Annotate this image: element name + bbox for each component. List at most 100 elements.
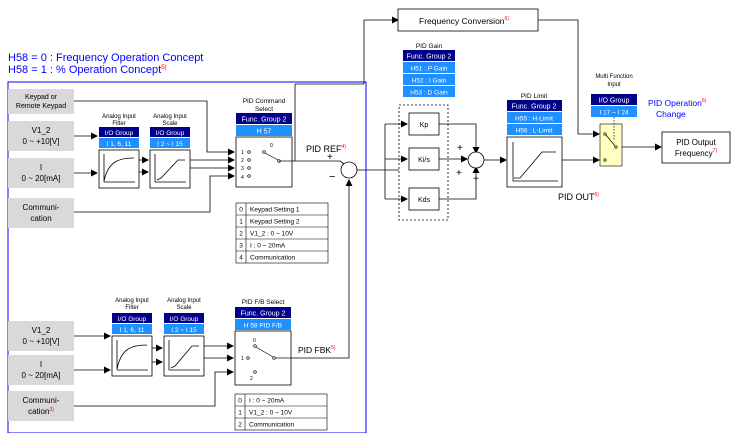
cmd-switch-3: 3 [241,166,244,172]
cmd-switch-2: 2 [241,158,244,164]
comm-label-bottom-2: cation3) [28,407,54,416]
pid-limit-h [507,112,562,123]
pid-gain-group-label: Func. Group 2 [407,54,452,61]
pid-limit-l-label: H56 : L-Limit [516,128,553,135]
sum2-plus-bottom: + [473,174,479,185]
mfi-param-label: I 17 ~ I 24 [599,110,628,117]
pid-gain-dashed-box [398,104,449,221]
sum2-plus-left: + [456,168,462,179]
scale-group-top [150,127,190,137]
pid-op-change-2: Change [656,109,686,119]
fb-select-table: 0 I : 0 ~ 20mA 1 V1_2 : 0 ~ 10V 2 Commun… [234,393,328,431]
fb-table-val-0: I : 0 ~ 20mA [249,398,285,405]
comm-label-top-1: Communi- [23,203,60,212]
pid-gain-d-label: H53 : D Gain [410,90,448,97]
cmd-table-num-2: 2 [239,231,243,238]
pid-limit-group-label: Func. Group 2 [512,104,557,111]
filter-title-top-1: Analog Input [102,114,136,120]
pid-fbk-label: PID FBK5) [298,345,336,355]
ref-summing-junction [340,161,358,179]
pid-limit-curve [512,142,558,182]
mfi-title-2: Input [607,82,621,88]
sum1-plus: + [327,152,333,163]
scale-group-bottom [164,313,204,323]
scale-group-bottom-label: I/O Group [170,316,199,323]
pid-limit-l [507,124,562,135]
cmd-switch-1: 1 [241,150,244,156]
filter-curve-top [103,154,135,183]
cmd-table-val-4: Communication [250,255,296,262]
cmd-select-param [236,125,292,136]
fb-select-group [235,307,291,318]
scale-curve-top [154,154,186,183]
v1-label-top: V1_2 [32,126,51,135]
filter-param-bottom [112,324,152,334]
v1-input-box-top [8,121,74,151]
pid-gain-i [403,74,455,85]
pid-gain-title: PID Gain [416,43,443,50]
scale-param-top-label: I 2 ~ I 15 [157,141,183,148]
cmd-table-val-2: V1_2 : 0 ~ 10V [250,231,294,238]
i-label-bottom: I [40,360,42,369]
scale-curve-bottom [168,340,200,371]
kp-label: Kp [420,122,429,129]
h58-1-label: H58 = 1 : % Operation Concept5) [8,64,167,76]
pid-output-label-1: PID Output [676,138,716,147]
cmd-table-val-3: I : 0 ~ 20mA [250,243,286,250]
cmd-select-title-1: PID Command [243,98,286,105]
mfi-title-1: Multi Function [595,74,632,80]
i-range-bottom: 0 ~ 20[mA] [22,371,61,380]
cmd-switch-symbol [247,150,292,178]
pid-summing-junction [467,151,485,169]
scale-title-bottom-2: Scale [176,305,192,311]
ki-label: Ki/s [418,157,430,164]
cmd-select-title-2: Select [255,106,273,113]
cmd-table-num-3: 3 [239,243,243,250]
scale-title-bottom-1: Analog Input [167,298,201,304]
h58-0-label: H58 = 0 : Frequency Operation Concept [8,52,203,64]
filter-title-top-2: Filter [112,121,125,127]
i-label-top: I [40,163,42,172]
v1-range-top: 0 ~ +10[V] [23,137,60,146]
cmd-table-num-4: 4 [239,255,243,262]
fb-table-val-2: Communication [249,422,295,429]
filter-group-bottom-label: I/O Group [118,316,147,323]
filter-title-bottom-1: Analog Input [115,298,149,304]
sum2-plus-top: + [457,143,463,154]
keypad-label-2: Remote Keypad [16,103,66,110]
cmd-switch-0: 0 [270,143,273,149]
cmd-table-num-1: 1 [239,219,243,226]
cmd-table-val-1: Keypad Setting 2 [250,219,300,226]
i-range-top: 0 ~ 20[mA] [22,174,61,183]
kd-label: Kds [418,197,431,204]
scale-group-top-label: I/O Group [156,130,185,137]
cmd-select-group [236,113,292,124]
filter-title-bottom-2: Filter [125,305,138,311]
cmd-table-val-0: Keypad Setting 1 [250,207,300,214]
cmd-switch-4: 4 [241,175,244,181]
v1-input-box-bottom [8,321,74,351]
scale-param-bottom-label: I 2 ~ I 15 [171,327,197,334]
cmd-switch-box [235,136,293,188]
cmd-select-param-label: H 57 [257,129,272,136]
pid-op-change-1: PID Operation6) [648,98,707,108]
comm-input-box-top [8,198,74,228]
mfi-param [591,106,637,117]
comm-label-bottom-1: Communi- [23,396,60,405]
pid-output-label-2: Frequency7) [675,148,718,158]
scale-param-bottom [164,324,204,334]
operation-switch-box [599,123,623,167]
ref-sum-link [339,160,345,165]
scale-title-top-1: Analog Input [153,114,187,120]
sum1-minus: − [329,171,335,183]
i-input-box-top [8,158,74,188]
comm-input-box-bottom [8,391,74,421]
fb-select-param-label: H 58 PID F/B [244,323,282,330]
pid-gain-wires [384,120,480,203]
freq-conversion-label: Frequency Conversion6) [419,16,509,26]
pid-limit-title: PID Limit [521,93,548,100]
pid-gain-p [403,62,455,73]
pid-out-label: PID OUT6) [558,192,599,202]
scale-param-top [150,138,190,148]
pid-gain-p-label: H51 : P Gain [410,66,447,73]
